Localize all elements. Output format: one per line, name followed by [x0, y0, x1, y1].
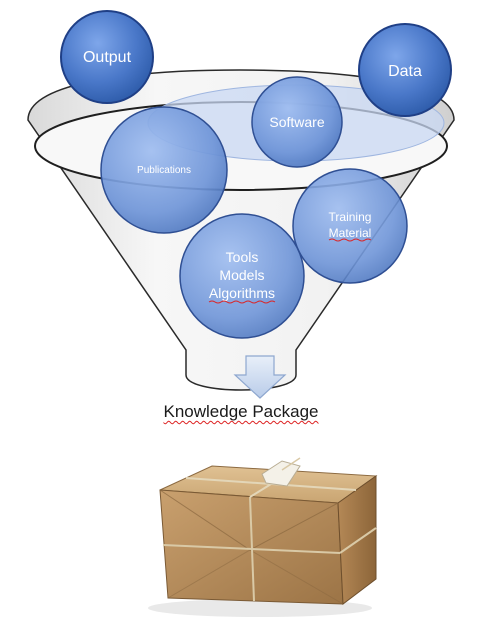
knowledge-package-caption: Knowledge Package: [0, 402, 482, 422]
bubble-output-label: Output: [83, 49, 132, 66]
bubble-training-label-1: Training: [329, 210, 372, 224]
bubble-software-label: Software: [269, 114, 324, 130]
bubble-tools-models-algorithms: Tools Models Algorithms: [179, 213, 305, 339]
bubble-output: Output: [60, 10, 154, 104]
down-arrow-icon: [233, 355, 287, 399]
bubble-publications: Publications: [100, 106, 228, 234]
bubble-training-material: Training Material: [292, 168, 408, 284]
bubble-publications-label: Publications: [137, 165, 191, 176]
spellcheck-squiggle: [208, 300, 276, 304]
spellcheck-squiggle: [328, 238, 372, 242]
bubble-tools-label-3: Algorithms: [209, 285, 275, 301]
package-box-icon: [148, 457, 378, 617]
bubble-training-label-2: Material: [329, 226, 372, 240]
bubble-tools-label-2: Models: [219, 267, 264, 283]
bubble-software: Software: [251, 76, 343, 168]
bubble-data-label: Data: [388, 63, 422, 80]
bubble-tools-label-1: Tools: [226, 249, 259, 265]
caption-text: Knowledge Package: [163, 402, 319, 421]
bubble-data: Data: [358, 23, 452, 117]
